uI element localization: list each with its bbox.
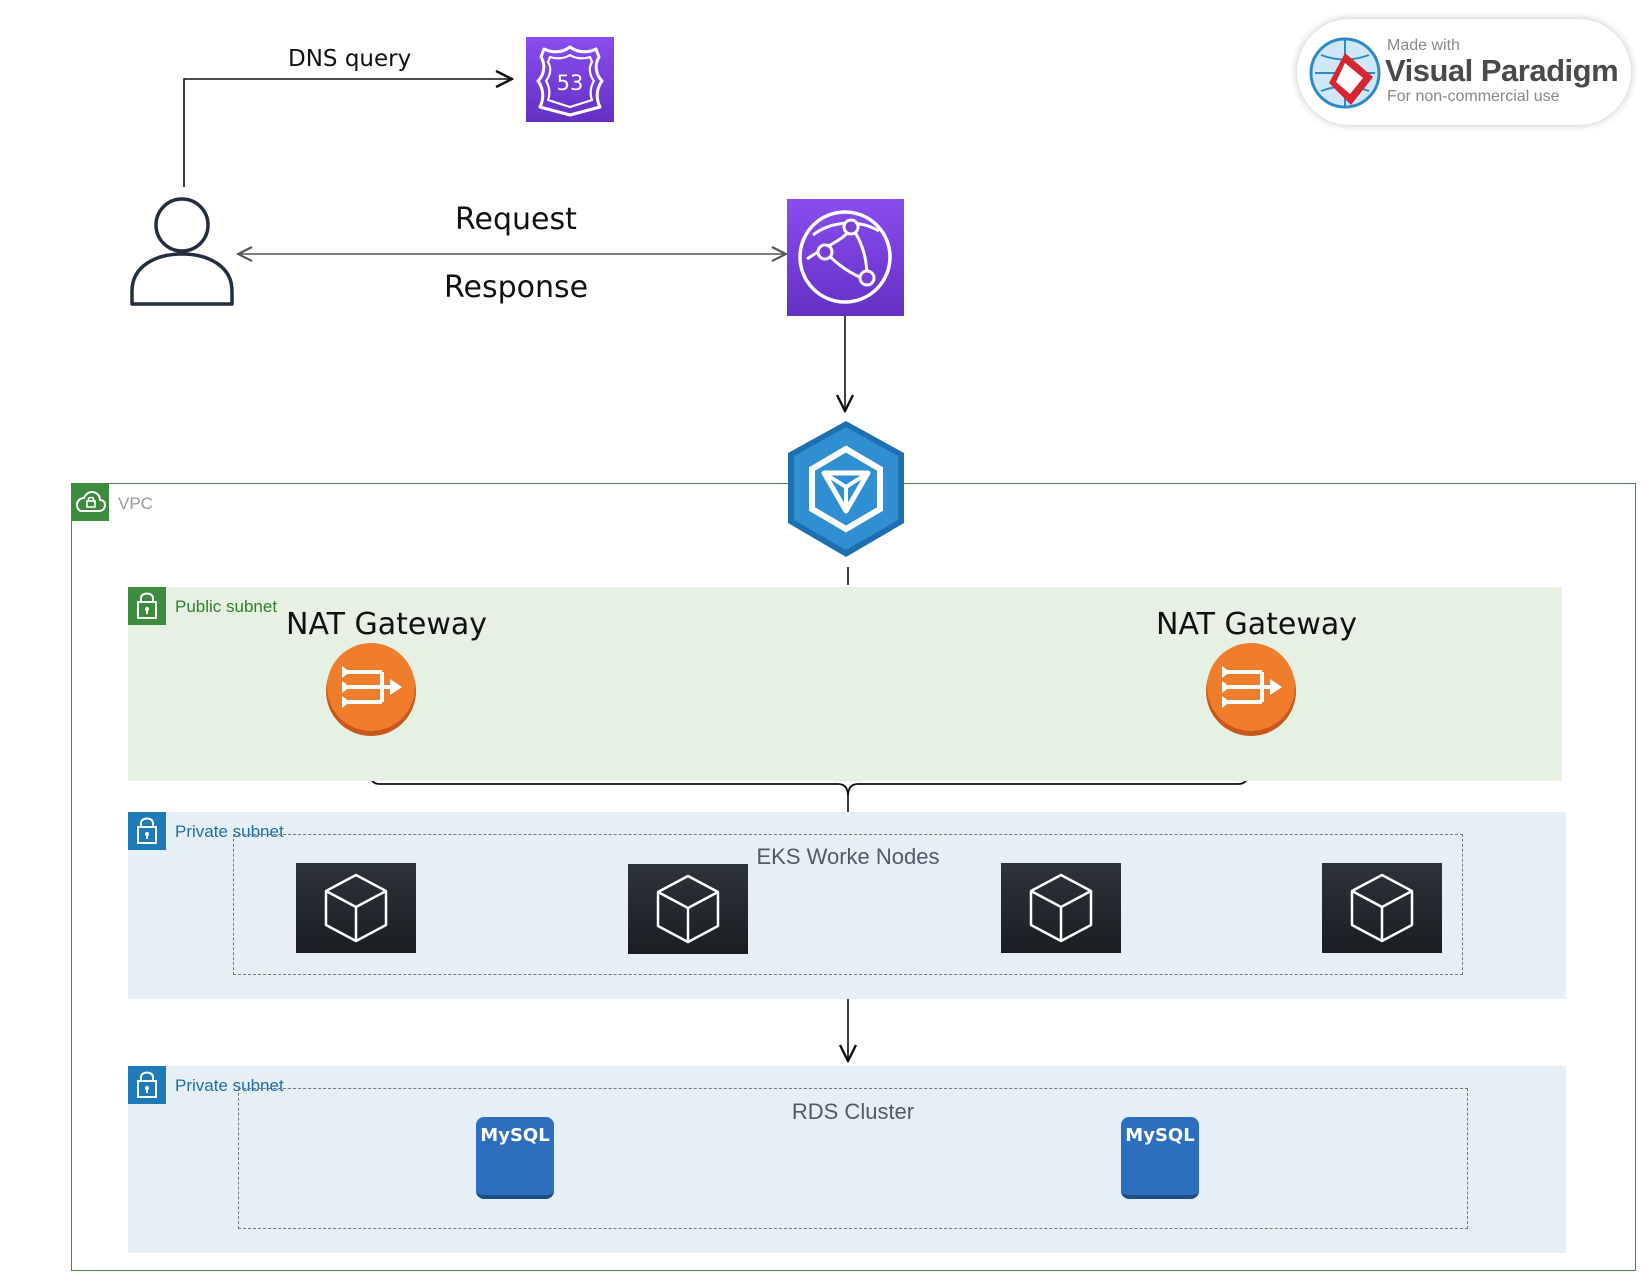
container-cube-icon <box>1029 873 1093 943</box>
user-icon <box>130 197 234 306</box>
container-cube-icon <box>324 873 388 943</box>
eks-node-4 <box>1322 863 1442 953</box>
eks-node-1 <box>296 863 416 953</box>
response-label: Response <box>444 270 589 305</box>
container-cube-icon <box>656 874 720 944</box>
watermark-line1: Made with <box>1387 37 1460 54</box>
watermark-line2: Visual Paradigm <box>1385 53 1619 88</box>
vpc-cloud-icon <box>71 483 109 521</box>
private-subnet-db-label: Private subnet <box>175 1076 284 1095</box>
rds-cluster-label: RDS Cluster <box>791 1099 915 1124</box>
rds-cluster-group <box>238 1088 1468 1229</box>
mysql-db-left-icon: MySQL <box>476 1117 554 1199</box>
public-subnet-label: Public subnet <box>175 597 278 616</box>
private-subnet-db <box>128 1066 1566 1253</box>
private-subnet-db-lock-icon <box>128 1066 166 1104</box>
nat-gateway-right-icon <box>1206 643 1296 736</box>
request-label: Request <box>455 202 577 237</box>
route53-icon: 53 <box>526 37 614 122</box>
eks-node-2 <box>628 864 748 954</box>
visual-paradigm-watermark: Made with Visual Paradigm For non-commer… <box>1297 19 1631 125</box>
vpc-label: VPC <box>118 494 153 513</box>
cloudfront-icon <box>787 199 904 316</box>
dns-query-label: DNS query <box>288 46 412 72</box>
mysql-db-right-icon: MySQL <box>1121 1117 1199 1199</box>
globe-logo-icon <box>1309 37 1381 109</box>
watermark-line3: For non-commercial use <box>1387 88 1560 105</box>
mysql-db-left-label: MySQL <box>480 1125 550 1146</box>
container-cube-icon <box>1350 873 1414 943</box>
eks-worker-nodes-group <box>233 834 1463 975</box>
private-subnet-workers-lock-icon <box>128 812 166 850</box>
nat-gateway-right-label: NAT Gateway <box>1156 607 1358 642</box>
nat-gateway-left-icon <box>326 643 416 736</box>
eks-worker-nodes-label: EKS Worke Nodes <box>756 844 940 869</box>
nat-gateway-left-label: NAT Gateway <box>286 607 488 642</box>
ingress-load-balancer-icon <box>788 421 904 557</box>
route53-badge: 53 <box>557 71 584 95</box>
private-subnet-workers-label: Private subnet <box>175 822 284 841</box>
eks-node-3 <box>1001 863 1121 953</box>
mysql-db-right-label: MySQL <box>1125 1125 1195 1146</box>
dns-query-connector <box>183 79 512 187</box>
public-subnet-lock-icon <box>128 587 166 625</box>
